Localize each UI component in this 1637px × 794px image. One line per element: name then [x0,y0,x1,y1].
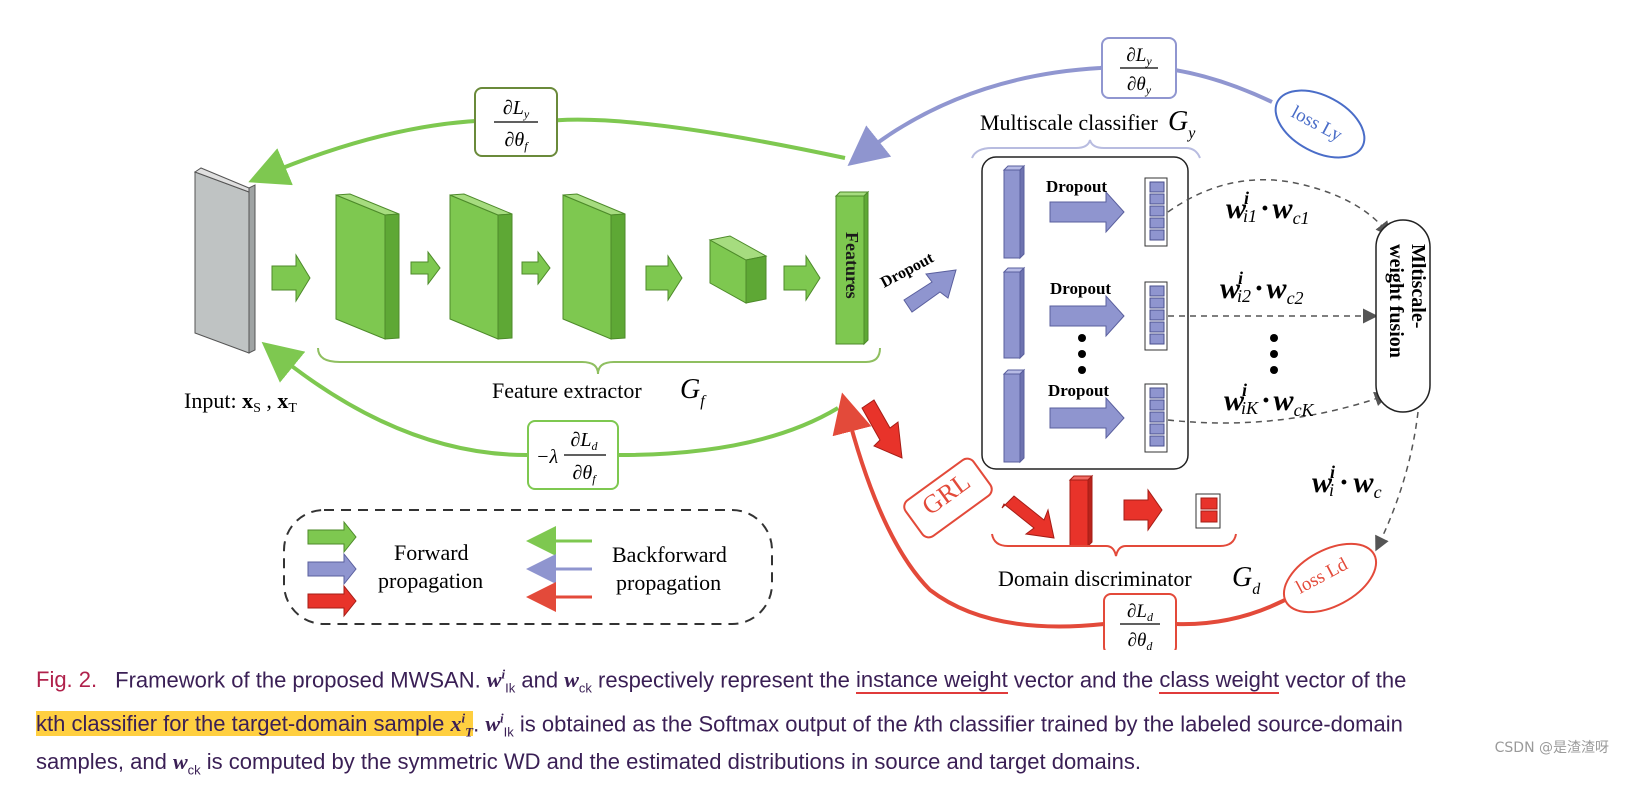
backprop-arrow-bottom-green [261,341,840,457]
multiscale-brace [971,139,1201,159]
dropout-label-2: Dropout [1050,279,1111,298]
backprop-arrow-red [832,392,1105,629]
red-arrow-to-grl [861,399,903,459]
backprop-arrow-top-purple [847,64,1273,166]
underlined-class-weight: class weight [1159,667,1280,695]
math-w-ck-2: wck [172,749,201,778]
legend-backward-arrows [526,526,592,612]
classifier-branch-3 [1002,368,1168,464]
figure-caption: Fig. 2.Framework of the proposed MWSAN. … [36,660,1616,786]
input-label: Input: xS , xT [184,388,297,416]
caption-line-2: kth classifier for the target-domain sam… [36,710,1403,740]
features-bar [834,190,870,346]
figure-number: Fig. 2. [36,667,98,693]
legend-box [283,509,773,625]
loss-d-ellipse: loss Ld [1282,542,1378,614]
gradient-box-dLy-dthetaf: ∂Ly ∂θf [474,87,558,157]
feature-extractor-brace [317,347,881,375]
gradient-box-dLd-dthetad: ∂Ld ∂θd [1103,593,1177,650]
svg-text:∂θd: ∂θd [1128,630,1154,650]
grl-box: GRL [903,457,993,539]
watermark: CSDN @是渣渣呀 [1494,740,1609,756]
gradient-box-dLy-dthetay: ∂Ly ∂θy [1101,37,1177,99]
dropout-label-3: Dropout [1048,381,1109,400]
caption-line-3: samples, and wck is computed by the symm… [36,749,1141,778]
math-w-ik-2: wiIk [485,710,514,740]
svg-text:∂Ly: ∂Ly [1126,45,1152,68]
legend-forward-arrows [307,520,357,618]
conv-block-1 [335,193,400,340]
fusion-label-line2: weight fusion [1385,244,1407,358]
vertical-ellipsis-weights [1270,334,1278,374]
svg-text:∂Ld: ∂Ld [570,429,598,453]
highlighted-text: kth classifier for the target-domain sam… [36,710,474,740]
dropout-label-1: Dropout [1046,177,1107,196]
loss-d-connector [1175,592,1297,627]
fusion-label-line1: Mltiscale- [1407,244,1429,328]
conv-cube [708,235,768,304]
svg-text:∂θf: ∂θf [572,462,597,486]
loss-y-ellipse: loss Ly [1274,89,1366,159]
conv-block-2 [449,193,513,340]
conv-block-3 [562,193,626,340]
math-w-ik: wiIk [486,667,516,696]
svg-text:∂Ld: ∂Ld [1127,601,1154,624]
input-slab [193,167,256,354]
classifier-branch-1 [1002,164,1168,260]
framework-diagram: Input: xS , xT Features Feature extra [184,37,1431,650]
domain-discriminator-blocks [1001,474,1221,548]
dashed-connector-3 [1167,391,1390,424]
caption-line-1: Fig. 2.Framework of the proposed MWSAN. … [36,667,1407,696]
dropout-arrow-main [903,269,957,313]
underlined-instance-weight: instance weight [856,667,1008,695]
svg-text:∂θy: ∂θy [1127,74,1152,97]
svg-text:−λ: −λ [536,446,558,468]
caption-text: Framework of the proposed MWSAN. [115,667,487,693]
features-label: Features [842,232,862,299]
dashed-connector-1 [1167,179,1391,237]
domain-discriminator-brace [991,533,1237,557]
svg-text:∂θf: ∂θf [504,129,529,153]
classifier-branch-2 [1002,266,1168,360]
svg-text:∂Ly: ∂Ly [503,97,530,121]
vertical-ellipsis-classifiers [1078,334,1086,374]
gradient-box-lambda-dLd-dthetaf: −λ ∂Ld ∂θf [527,420,619,490]
dashed-connector-4 [1375,411,1419,552]
math-w-ck: wck [564,667,592,696]
forward-arrows-green [271,250,821,303]
multiscale-weight-fusion-box [1375,219,1431,413]
